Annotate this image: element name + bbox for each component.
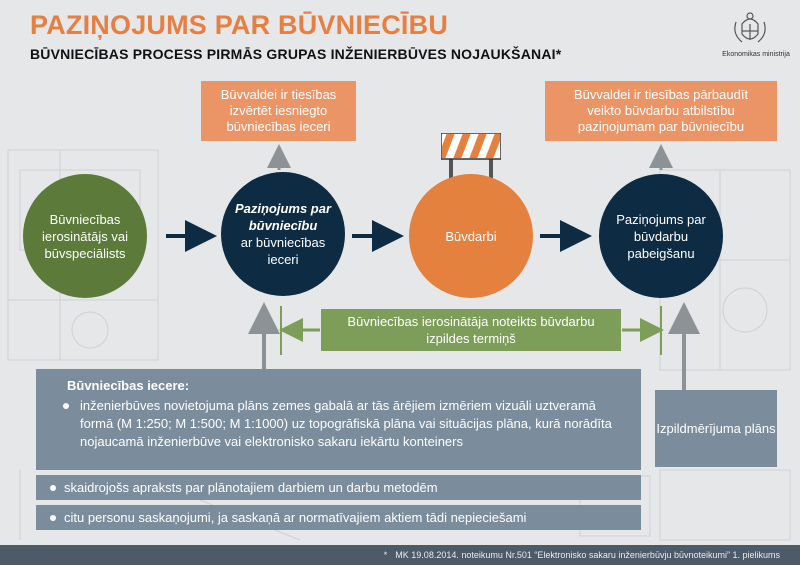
page-subtitle: BŪVNIECĪBAS PROCESS PIRMĀS GRUPAS INŽENI… bbox=[30, 46, 562, 62]
intent-item-1: inženierbūves novietojuma plāns zemes ga… bbox=[63, 397, 627, 451]
step-notification-rest: ar būvniecības ieceri bbox=[240, 235, 326, 267]
intent-item-3: citu personu saskaņojumi, ja saskaņā ar … bbox=[36, 505, 641, 530]
step-construction: Būvdarbi bbox=[409, 174, 533, 298]
bullet-icon bbox=[50, 515, 56, 521]
step-notification-emphasis: Paziņojums par būvniecību bbox=[234, 201, 332, 233]
ministry-crest-icon bbox=[734, 12, 766, 43]
footer-bar: * MK 19.08.2014. noteikumu Nr.501 “Elekt… bbox=[0, 545, 800, 565]
intent-item-2-text: skaidrojošs apraksts par plānotajiem dar… bbox=[64, 480, 438, 495]
footnote-star: * bbox=[383, 550, 388, 560]
step-completion: Paziņojums par būvdarbu pabeigšanu bbox=[599, 174, 723, 298]
asbuilt-plan-box: Izpildmērījuma plāns bbox=[655, 390, 777, 467]
page-title: PAZIŅOJUMS PAR BŪVNIECĪBU bbox=[30, 10, 449, 40]
footnote-text: MK 19.08.2014. noteikumu Nr.501 “Elektro… bbox=[395, 550, 780, 560]
bullet-icon bbox=[63, 403, 69, 409]
intent-item-2: skaidrojošs apraksts par plānotajiem dar… bbox=[36, 475, 641, 500]
intent-item-3-text: citu personu saskaņojumi, ja saskaņā ar … bbox=[64, 510, 527, 525]
construction-barrier-icon bbox=[441, 133, 501, 183]
step-initiator: Būvniecības ierosinātājs vai būvspeciāli… bbox=[23, 174, 147, 298]
note-right: Būvvaldei ir tiesības pārbaudīt veikto b… bbox=[545, 81, 777, 141]
intent-item-1-text: inženierbūves novietojuma plāns zemes ga… bbox=[80, 398, 612, 449]
intent-heading: Būvniecības iecere: bbox=[67, 378, 190, 393]
intent-panel: Būvniecības iecere: inženierbūves noviet… bbox=[36, 369, 641, 470]
ministry-name: Ekonomikas ministrija bbox=[722, 51, 790, 58]
bullet-icon bbox=[50, 485, 56, 491]
step-notification: Paziņojums par būvniecību ar būvniecības… bbox=[221, 172, 345, 296]
note-left: Būvvaldei ir tiesības izvērtēt iesniegto… bbox=[201, 81, 356, 141]
deadline-box: Būvniecības ierosinātāja noteikts būvdar… bbox=[321, 309, 621, 351]
